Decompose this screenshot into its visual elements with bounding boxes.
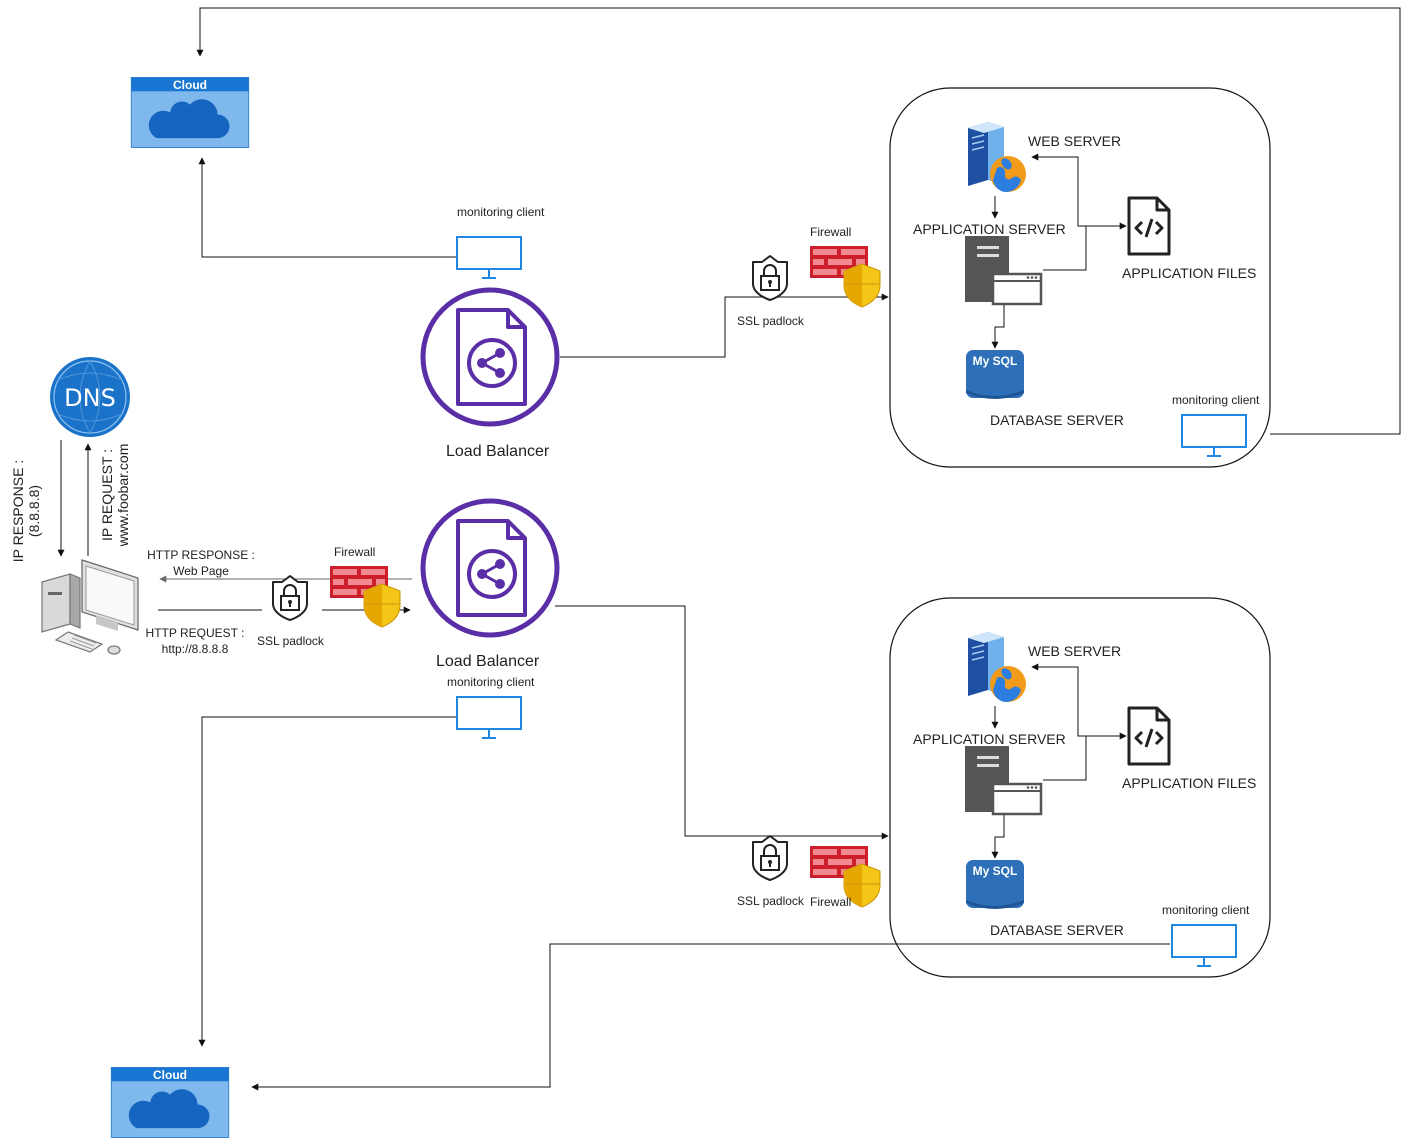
database-server-label: DATABASE SERVER (990, 922, 1124, 938)
server-group-top (889, 87, 1271, 468)
ssl-padlock-icon[interactable] (752, 255, 788, 301)
web-server-icon[interactable] (967, 121, 1027, 193)
connector-lb-monitor-to-cloud-bottom (198, 716, 456, 1047)
server-group-bottom (889, 597, 1271, 978)
ssl-padlock-icon[interactable] (272, 575, 308, 621)
ssl-padlock-icon[interactable] (752, 835, 788, 881)
monitoring-client-label: monitoring client (457, 205, 545, 219)
ip-response-value: (8.8.8.8) (26, 484, 42, 538)
load-balancer-label: Load Balancer (446, 443, 550, 460)
arrow-app-to-files-bottom (1043, 732, 1127, 781)
web-server-label: WEB SERVER (1028, 133, 1122, 149)
connector-lb-monitor-to-cloud-top (198, 157, 456, 258)
svg-text:DNS: DNS (64, 384, 116, 412)
connector-lb-bottom-to-server (555, 605, 889, 840)
web-server-icon[interactable] (967, 631, 1027, 703)
ip-request-label: IP REQUEST : www.foobar.com (99, 430, 131, 560)
ip-request-title: IP REQUEST : (99, 448, 115, 542)
http-request-value: http://8.8.8.8 (161, 642, 229, 656)
arrow-app-to-db-top (991, 302, 1005, 349)
monitoring-client-label: monitoring client (1172, 393, 1260, 407)
arrow-app-to-files-top (1043, 222, 1127, 271)
monitor-icon[interactable] (1171, 924, 1237, 967)
firewall-icon[interactable] (810, 246, 881, 308)
mysql-database-icon[interactable]: My SQL (966, 860, 1024, 909)
arrow-files-to-web-bottom (1031, 663, 1086, 737)
firewall-label: Firewall (810, 225, 852, 239)
ip-response-label: IP RESPONSE : (8.8.8.8) (10, 451, 42, 571)
application-files-label: APPLICATION FILES (1122, 265, 1257, 281)
ssl-padlock-label: SSL padlock (257, 634, 324, 648)
http-response-value: Web Page (173, 564, 229, 578)
connector-lb-top-to-server (560, 293, 889, 358)
code-file-icon[interactable] (1127, 196, 1171, 256)
connector-monitor-to-cloud-top (196, 7, 1401, 435)
ssl-padlock-label: SSL padlock (737, 894, 804, 908)
connector-monitor-to-cloud-bottom (251, 943, 1170, 1091)
code-file-icon[interactable] (1127, 706, 1171, 766)
firewall-label: Firewall (810, 895, 852, 909)
web-server-label: WEB SERVER (1028, 643, 1122, 659)
dns-icon: DNS (50, 357, 130, 437)
cloud-icon: Cloud (130, 77, 250, 148)
arrow-app-to-db-bottom (991, 812, 1005, 859)
monitoring-client-label: monitoring client (1162, 903, 1250, 917)
arrow-files-to-web-top (1031, 153, 1086, 227)
mysql-database-icon[interactable]: My SQL (966, 350, 1024, 399)
application-server-icon[interactable] (965, 746, 1043, 816)
load-balancer-label: Load Balancer (436, 653, 540, 670)
firewall-icon[interactable] (330, 566, 401, 628)
http-request-label: HTTP REQUEST : http://8.8.8.8 (136, 625, 254, 657)
application-server-label: APPLICATION SERVER (913, 221, 1066, 237)
http-response-title: HTTP RESPONSE : (147, 548, 255, 562)
ssl-padlock-label: SSL padlock (737, 314, 804, 328)
monitor-icon[interactable] (456, 696, 522, 739)
load-balancer-icon[interactable] (423, 501, 557, 635)
svg-text:My SQL: My SQL (973, 354, 1018, 368)
svg-text:My SQL: My SQL (973, 864, 1018, 878)
application-server-label: APPLICATION SERVER (913, 731, 1066, 747)
http-response-label: HTTP RESPONSE : Web Page (140, 547, 262, 579)
application-server-icon[interactable] (965, 236, 1043, 306)
cloud-icon: Cloud (110, 1067, 230, 1138)
application-files-label: APPLICATION FILES (1122, 775, 1257, 791)
monitor-icon[interactable] (1181, 414, 1247, 457)
monitoring-client-label: monitoring client (447, 675, 535, 689)
ip-response-title: IP RESPONSE : (10, 459, 26, 563)
computer-icon[interactable] (41, 559, 139, 655)
svg-text:Cloud: Cloud (153, 1068, 187, 1082)
load-balancer-icon[interactable] (423, 290, 557, 424)
monitor-icon[interactable] (456, 236, 522, 279)
database-server-label: DATABASE SERVER (990, 412, 1124, 428)
http-request-title: HTTP REQUEST : (145, 626, 245, 640)
firewall-label: Firewall (334, 545, 376, 559)
svg-text:Cloud: Cloud (173, 78, 207, 92)
ip-request-value: www.foobar.com (115, 443, 131, 547)
